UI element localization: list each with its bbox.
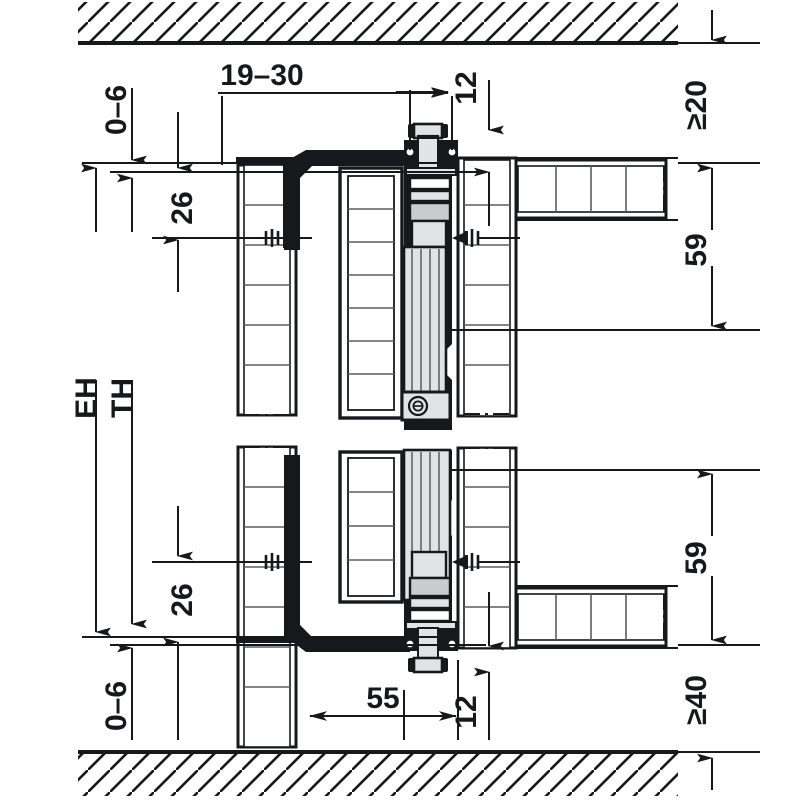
dimension-offset-bottom: 12	[450, 667, 490, 740]
dimension-label-depth-top: 19–30	[220, 59, 303, 92]
dimension-shelf-bottom: 59	[680, 469, 727, 645]
dimension-floor-min: ≥40	[680, 675, 713, 790]
left-wall-panel-upper	[236, 163, 298, 417]
dimension-height-th: TH	[106, 173, 147, 629]
dimension-label-inset-bottom: 26	[166, 583, 199, 616]
dimension-label-ceiling-min: ≥20	[680, 80, 713, 130]
dimension-run-bottom: 55	[309, 682, 457, 721]
dimension-label-eh: EH	[70, 377, 103, 419]
top-fixing-screw-right	[452, 229, 520, 247]
dimension-label-inset-top: 26	[166, 191, 199, 224]
dimension-label-floor-min: ≥40	[680, 675, 713, 725]
sliding-door-panel-upper	[338, 166, 404, 420]
upper-shelf	[514, 157, 678, 221]
dimension-inset-top: 26	[163, 112, 199, 292]
dimension-label-th: TH	[106, 378, 139, 418]
dimension-label-offset-bottom: 12	[450, 695, 483, 728]
dimension-ceiling-min: ≥20	[680, 10, 727, 130]
dimension-gap-bottom: 0–6	[100, 643, 133, 740]
sliding-door-panel-lower	[338, 450, 404, 604]
dimension-inset-bottom: 26	[163, 506, 199, 692]
dimension-label-shelf-bottom: 59	[680, 541, 713, 574]
profile-rail-lower	[402, 448, 462, 674]
lower-shelf	[514, 585, 678, 649]
dimension-gap-top: 0–6	[100, 85, 147, 165]
dimension-label-offset-top: 12	[450, 71, 483, 104]
dimension-offset-top: 12	[396, 71, 504, 135]
right-wall-panel-lower	[456, 446, 518, 650]
dimension-shelf-top: 59	[680, 163, 727, 331]
dimension-label-gap-top: 0–6	[100, 85, 133, 135]
bottom-fixing-screw-right	[452, 553, 520, 571]
dimension-label-run-bottom: 55	[366, 682, 399, 715]
reference-lines	[452, 329, 678, 471]
floor-hatch	[78, 750, 678, 796]
dimension-label-gap-bottom: 0–6	[100, 681, 133, 731]
dimension-height-eh: EH	[70, 163, 111, 637]
dimension-label-shelf-top: 59	[680, 233, 713, 266]
right-wall-panel-upper	[456, 156, 518, 418]
track-bracket-lower	[236, 455, 410, 652]
ceiling-hatch	[78, 2, 678, 45]
